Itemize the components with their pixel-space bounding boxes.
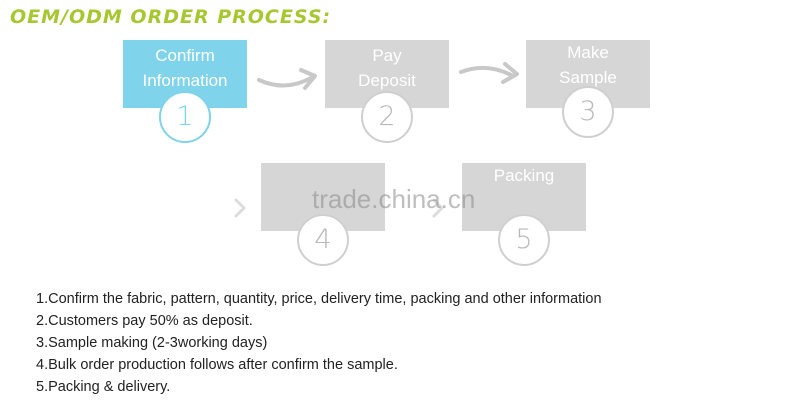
step-3-label-line1: Make: [567, 43, 609, 62]
step-3-label-line2: Sample: [559, 68, 617, 87]
step-2-label-line1: Pay: [372, 46, 402, 65]
arrow-icon-step3-to-step4: [234, 198, 246, 218]
step-2-number-circle: 2: [361, 91, 413, 143]
step-box-pay-deposit: Pay Deposit: [325, 40, 449, 108]
step-2-label-line2: Deposit: [358, 71, 416, 90]
step-5-number-circle: 5: [498, 214, 550, 266]
description-step-3: 3.Sample making (2-3working days): [36, 335, 268, 351]
description-step-5: 5.Packing & delivery.: [36, 379, 171, 395]
step-4-number-circle: 4: [297, 214, 349, 266]
step-1-label-line1: Confirm: [155, 46, 215, 65]
description-step-1: 1.Confirm the fabric, pattern, quantity,…: [36, 291, 602, 307]
step-1-label-line2: Information: [142, 71, 228, 90]
description-step-2: 2.Customers pay 50% as deposit.: [36, 313, 253, 329]
arrow-icon-step2-to-step3: [459, 62, 519, 84]
step-5-label-line1: Packing: [493, 166, 555, 185]
arrow-icon-step1-to-step2: [257, 68, 317, 90]
step-box-make-sample: Make Sample: [526, 40, 650, 108]
arrow-icon-step4-to-step5: [432, 198, 444, 218]
process-description-list: 1.Confirm the fabric, pattern, quantity,…: [36, 288, 602, 398]
step-1-number-circle: 1: [159, 91, 211, 143]
description-step-4: 4.Bulk order production follows after co…: [36, 357, 398, 373]
step-3-number-circle: 3: [562, 86, 614, 138]
page-title: OEM/ODM ORDER PROCESS:: [10, 6, 332, 28]
